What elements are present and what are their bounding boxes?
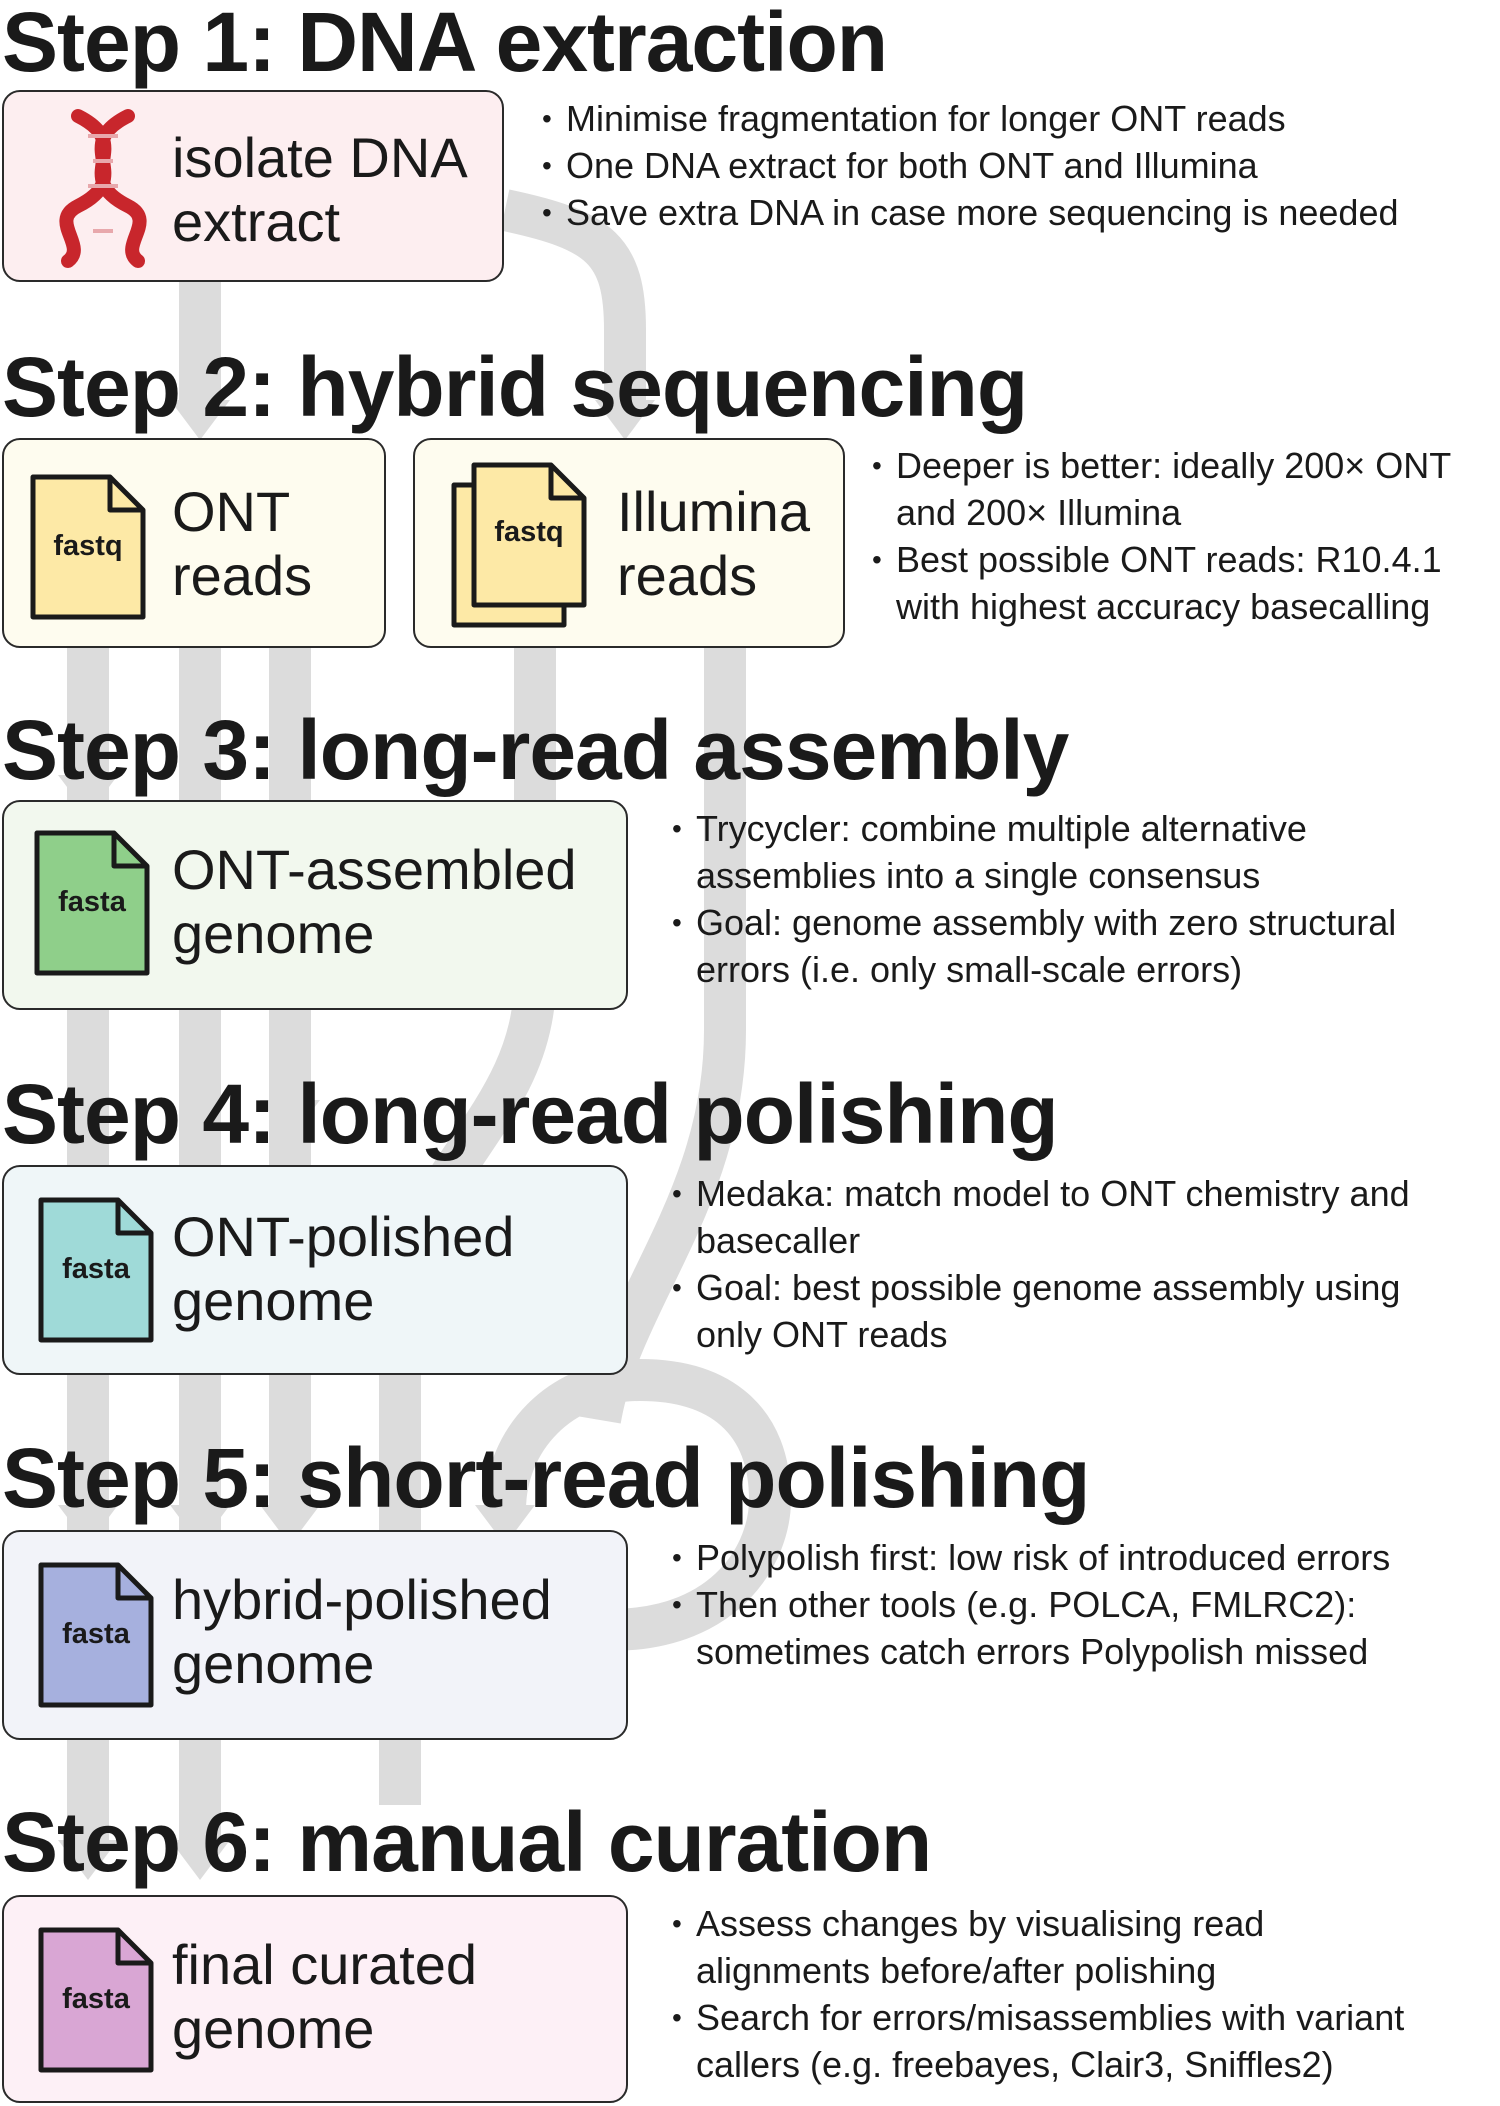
note-line: basecaller xyxy=(696,1220,861,1261)
note-line: Best possible ONT reads: R10.4.1 xyxy=(896,539,1442,580)
fasta-file-label: fasta xyxy=(58,886,126,918)
note-item: Goal: best possible genome assembly usin… xyxy=(670,1264,1410,1358)
note-item: Best possible ONT reads: R10.4.1 with hig… xyxy=(870,536,1451,630)
note-line: Then other tools (e.g. POLCA, FMLRC2): xyxy=(696,1584,1357,1625)
fasta-file-icon: fasta xyxy=(38,1927,154,2073)
ont-polished-label-line2: genome xyxy=(172,1269,375,1332)
note-item: Search for errors/misassemblies with var… xyxy=(670,1994,1404,2088)
note-line: assemblies into a single consensus xyxy=(696,855,1261,896)
step4-heading: Step 4: long-read polishing xyxy=(2,1067,1059,1161)
fastq-file-label: fastq xyxy=(53,530,123,562)
ont-reads-box: fastq ONT reads xyxy=(2,438,386,648)
ont-reads-label-line1: ONT xyxy=(172,480,291,543)
note-line: Deeper is better: ideally 200× ONT xyxy=(896,445,1452,486)
note-line: Polypolish first: low risk of introduced… xyxy=(696,1537,1391,1578)
fasta-file-label: fasta xyxy=(62,1253,130,1285)
step6-heading: Step 6: manual curation xyxy=(2,1795,932,1889)
note-line: Medaka: match model to ONT chemistry and xyxy=(696,1173,1410,1214)
ont-assembled-box: fasta ONT-assembled genome xyxy=(2,800,628,1010)
note-item: Save extra DNA in case more sequencing i… xyxy=(540,189,1398,236)
isolate-dna-label-line1: isolate DNA xyxy=(172,126,468,189)
fasta-file-label: fasta xyxy=(62,1983,130,2015)
note-line: Assess changes by visualising read xyxy=(696,1903,1265,1944)
note-item: Goal: genome assembly with zero structur… xyxy=(670,899,1396,993)
note-item: Polypolish first: low risk of introduced… xyxy=(670,1534,1390,1581)
paired-fastq-files-icon: fastq xyxy=(451,462,587,628)
note-line: sometimes catch errors Polypolish missed xyxy=(696,1631,1369,1672)
note-line: errors (i.e. only small-scale errors) xyxy=(696,949,1243,990)
note-line: with highest accuracy basecalling xyxy=(896,586,1431,627)
note-item: Medaka: match model to ONT chemistry and… xyxy=(670,1170,1410,1264)
ont-assembled-label-line2: genome xyxy=(172,902,375,965)
ont-polished-label-line1: ONT-polished xyxy=(172,1205,515,1268)
ont-assembled-label-line1: ONT-assembled xyxy=(172,838,577,901)
final-curated-label-line2: genome xyxy=(172,1997,375,2060)
step1-notes: Minimise fragmentation for longer ONT re… xyxy=(540,95,1398,236)
illumina-reads-label-line2: reads xyxy=(617,544,758,607)
hybrid-polished-label-line1: hybrid-polished xyxy=(172,1568,552,1631)
fasta-file-label: fasta xyxy=(62,1618,130,1650)
step5-notes: Polypolish first: low risk of introduced… xyxy=(670,1534,1390,1675)
note-item: Minimise fragmentation for longer ONT re… xyxy=(540,95,1398,142)
illumina-reads-label-line1: Illumina xyxy=(617,480,810,543)
note-line: alignments before/after polishing xyxy=(696,1950,1217,1991)
fastq-file-label: fastq xyxy=(494,516,564,548)
step6-notes: Assess changes by visualising read alignm… xyxy=(670,1900,1404,2088)
step3-heading: Step 3: long-read assembly xyxy=(2,703,1069,797)
note-item: Deeper is better: ideally 200× ONT and 20… xyxy=(870,442,1451,536)
note-line: Trycycler: combine multiple alternative xyxy=(696,808,1307,849)
note-line: and 200× Illumina xyxy=(896,492,1182,533)
note-item: One DNA extract for both ONT and Illumin… xyxy=(540,142,1398,189)
fastq-file-icon: fastq xyxy=(30,474,146,620)
step1-heading: Step 1: DNA extraction xyxy=(2,0,888,89)
isolate-dna-box: isolate DNA extract xyxy=(2,90,504,282)
step5-heading: Step 5: short-read polishing xyxy=(2,1431,1090,1525)
fasta-file-icon: fasta xyxy=(34,830,150,976)
final-curated-label-line1: final curated xyxy=(172,1933,478,1996)
hybrid-polished-label-line2: genome xyxy=(172,1632,375,1695)
note-line: Goal: genome assembly with zero structur… xyxy=(696,902,1397,943)
note-line: Goal: best possible genome assembly usin… xyxy=(696,1267,1401,1308)
isolate-dna-label-line2: extract xyxy=(172,190,341,253)
step3-notes: Trycycler: combine multiple alternative a… xyxy=(670,805,1396,993)
note-line: callers (e.g. freebayes, Clair3, Sniffle… xyxy=(696,2044,1334,2085)
note-item: Trycycler: combine multiple alternative a… xyxy=(670,805,1396,899)
note-line: only ONT reads xyxy=(696,1314,948,1355)
ont-reads-label-line2: reads xyxy=(172,544,313,607)
fasta-file-icon: fasta xyxy=(38,1197,154,1343)
note-line: Search for errors/misassemblies with var… xyxy=(696,1997,1405,2038)
note-item: Assess changes by visualising read alignm… xyxy=(670,1900,1404,1994)
ont-polished-box: fasta ONT-polished genome xyxy=(2,1165,628,1375)
step2-notes: Deeper is better: ideally 200× ONT and 20… xyxy=(870,442,1451,630)
step2-heading: Step 2: hybrid sequencing xyxy=(2,340,1028,434)
note-item: Then other tools (e.g. POLCA, FMLRC2): so… xyxy=(670,1581,1390,1675)
hybrid-polished-box: fasta hybrid-polished genome xyxy=(2,1530,628,1740)
step4-notes: Medaka: match model to ONT chemistry and… xyxy=(670,1170,1410,1358)
fasta-file-icon: fasta xyxy=(38,1562,154,1708)
illumina-reads-box: fastq Illumina reads xyxy=(413,438,845,648)
dna-helix-icon xyxy=(59,109,147,268)
final-curated-box: fasta final curated genome xyxy=(2,1895,628,2103)
